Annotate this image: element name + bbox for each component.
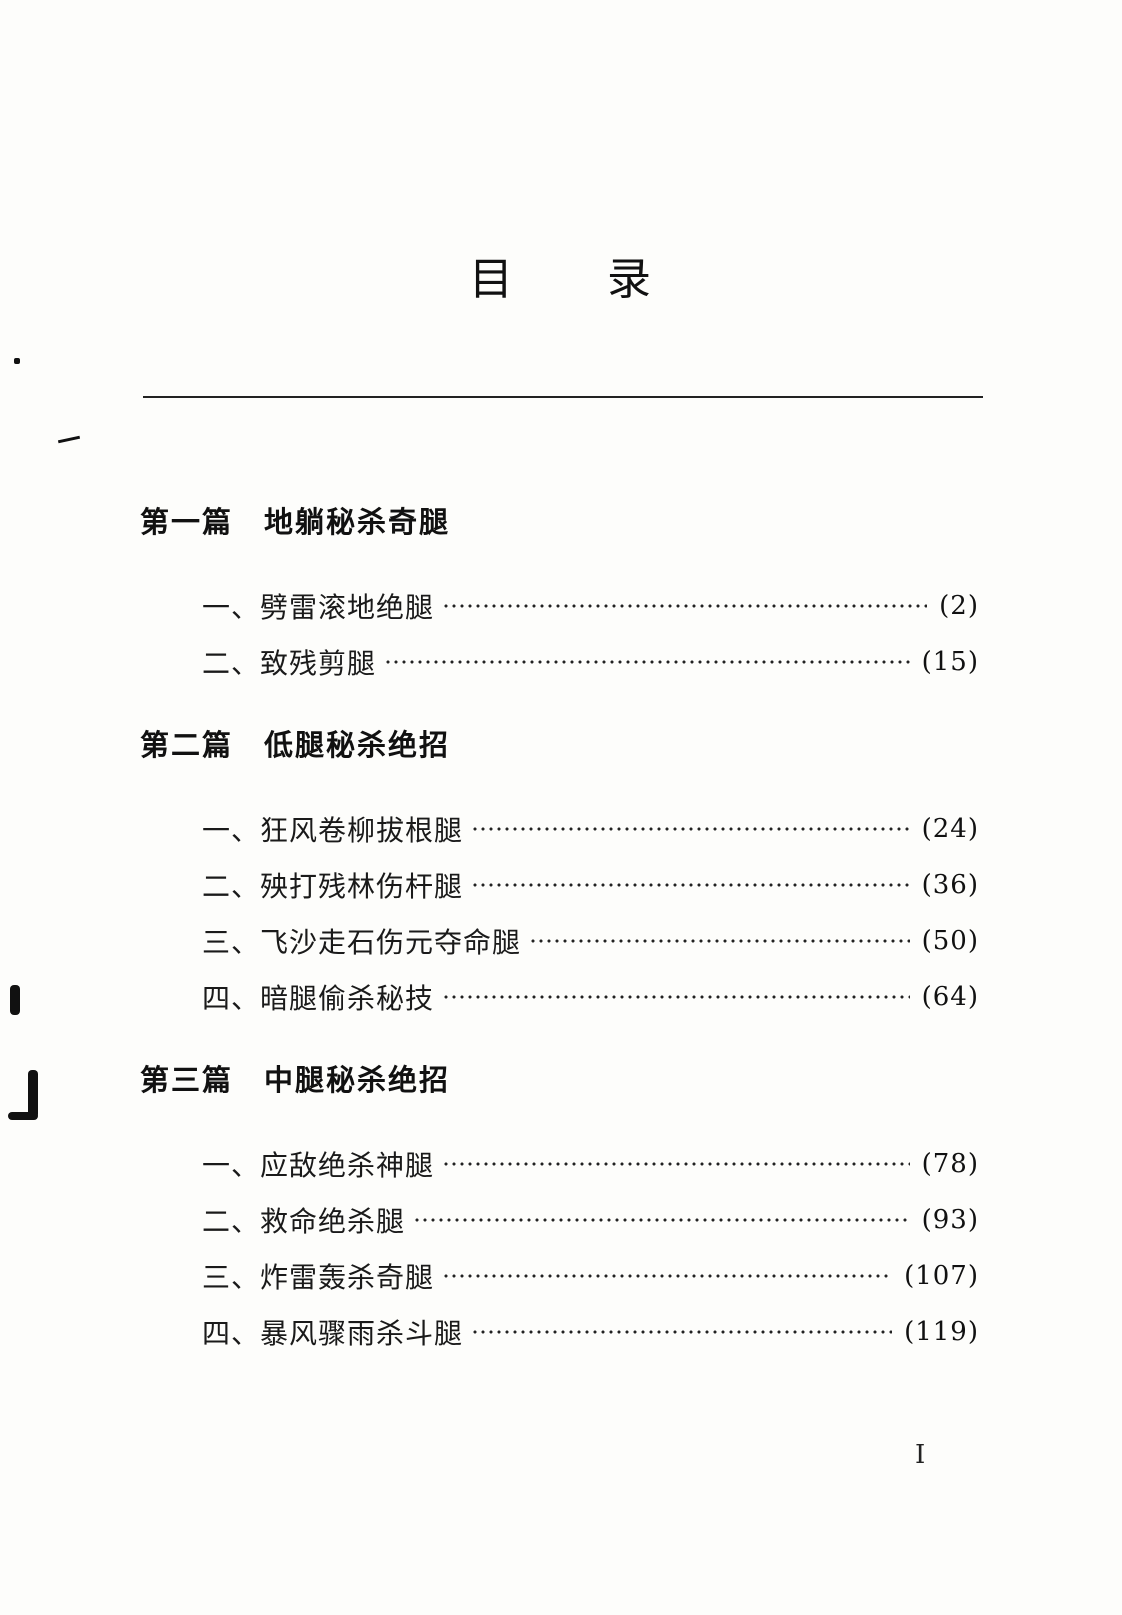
part-2: 第二篇 低腿秘杀绝招 一、狂风卷柳拔根腿 (24) 二、殃打残林伤杆腿 (36)… xyxy=(140,717,985,1025)
entry-page-number: (93) xyxy=(921,1205,979,1235)
toc-entry: 三、炸雷轰杀奇腿 (107) xyxy=(140,1248,985,1304)
entry-page-number: (24) xyxy=(921,814,979,844)
entry-page-number: (2) xyxy=(939,591,979,621)
entry-label: 二、殃打残林伤杆腿 xyxy=(202,870,464,903)
part-heading: 第三篇 中腿秘杀绝招 xyxy=(140,1063,451,1097)
scan-speck xyxy=(57,435,81,444)
part-3: 第三篇 中腿秘杀绝招 一、应敌绝杀神腿 (78) 二、救命绝杀腿 (93) 三、… xyxy=(140,1052,985,1360)
dot-leader xyxy=(442,1273,893,1279)
entry-page-number: (50) xyxy=(921,926,979,956)
toc-entry: 三、飞沙走石伤元夺命腿 (50) xyxy=(140,913,985,969)
toc-entry: 一、劈雷滚地绝腿 (2) xyxy=(140,578,985,634)
dot-leader xyxy=(471,882,910,888)
page-title: 目 录 xyxy=(469,254,653,305)
dot-leader xyxy=(442,994,910,1000)
dot-leader xyxy=(471,826,910,832)
entry-label: 一、应敌绝杀神腿 xyxy=(202,1149,435,1182)
entry-page-number: (107) xyxy=(904,1261,979,1291)
entry-page-number: (64) xyxy=(921,982,979,1012)
dot-leader xyxy=(384,659,910,665)
scan-speck xyxy=(10,985,20,1015)
entry-label: 三、炸雷轰杀奇腿 xyxy=(202,1261,435,1294)
entry-page-number: (78) xyxy=(921,1149,979,1179)
entry-page-number: (15) xyxy=(921,647,979,677)
toc-entry: 一、应敌绝杀神腿 (78) xyxy=(140,1136,985,1192)
scan-speck xyxy=(28,1070,38,1118)
table-of-contents: 第一篇 地躺秘杀奇腿 一、劈雷滚地绝腿 (2) 二、致残剪腿 (15) 第二篇 … xyxy=(140,494,985,1387)
scan-speck xyxy=(14,358,20,364)
toc-entry: 四、暴风骤雨杀斗腿 (119) xyxy=(140,1304,985,1360)
entry-label: 一、狂风卷柳拔根腿 xyxy=(202,814,464,847)
part-heading: 第二篇 低腿秘杀绝招 xyxy=(140,728,451,762)
toc-entry: 二、致残剪腿 (15) xyxy=(140,634,985,690)
folio: I xyxy=(915,1440,926,1470)
part-1: 第一篇 地躺秘杀奇腿 一、劈雷滚地绝腿 (2) 二、致残剪腿 (15) xyxy=(140,494,985,690)
entry-page-number: (119) xyxy=(904,1317,979,1347)
scan-speck xyxy=(8,1112,38,1120)
entry-page-number: (36) xyxy=(921,870,979,900)
dot-leader xyxy=(529,938,910,944)
entry-label: 二、救命绝杀腿 xyxy=(202,1205,406,1238)
dot-leader xyxy=(413,1217,910,1223)
toc-entry: 二、殃打残林伤杆腿 (36) xyxy=(140,857,985,913)
toc-entry: 二、救命绝杀腿 (93) xyxy=(140,1192,985,1248)
entry-label: 一、劈雷滚地绝腿 xyxy=(202,591,435,624)
entry-label: 四、暴风骤雨杀斗腿 xyxy=(202,1317,464,1350)
dot-leader xyxy=(442,603,928,609)
entry-label: 四、暗腿偷杀秘技 xyxy=(202,982,435,1015)
title-rule xyxy=(143,396,983,398)
entry-label: 三、飞沙走石伤元夺命腿 xyxy=(202,926,522,959)
entry-label: 二、致残剪腿 xyxy=(202,647,377,680)
toc-entry: 一、狂风卷柳拔根腿 (24) xyxy=(140,801,985,857)
part-heading: 第一篇 地躺秘杀奇腿 xyxy=(140,505,451,539)
dot-leader xyxy=(471,1329,893,1335)
toc-entry: 四、暗腿偷杀秘技 (64) xyxy=(140,969,985,1025)
dot-leader xyxy=(442,1161,910,1167)
